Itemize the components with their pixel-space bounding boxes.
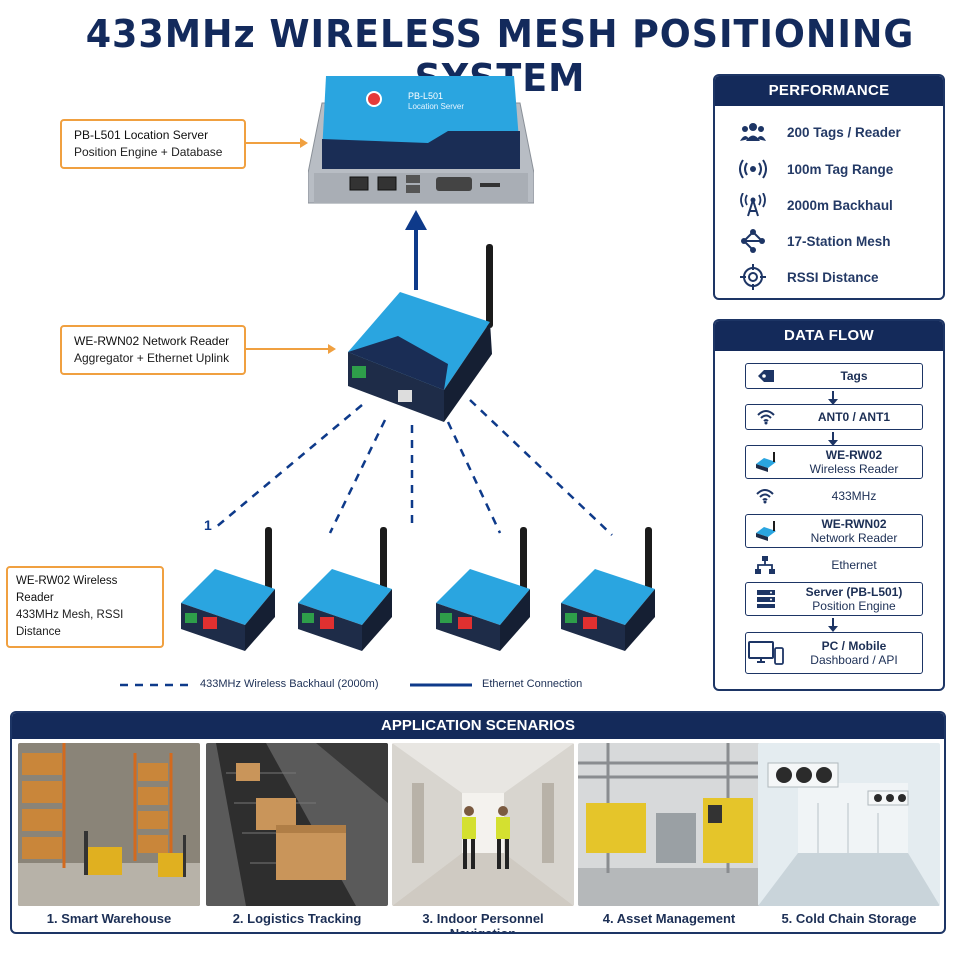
flow-step-label: Tags xyxy=(840,369,868,383)
performance-item: 2000m Backhaul xyxy=(737,191,893,219)
network-reader-callout-arrowhead xyxy=(328,344,336,354)
warehouse-photo xyxy=(18,743,200,906)
server-callout-arrowhead xyxy=(300,138,308,148)
users-icon xyxy=(737,118,769,146)
scenario-card-cold-chain: 5. Cold Chain Storage xyxy=(758,743,940,932)
scenario-caption: 2. Logistics Tracking xyxy=(232,911,362,926)
stray-mark: 1 xyxy=(204,517,212,533)
server-callout: PB-L501 Location Server Position Engine … xyxy=(60,119,246,169)
antenna-tower-icon xyxy=(737,191,769,219)
legend-wireless-label: 433MHz Wireless Backhaul (2000m) xyxy=(200,678,379,690)
scenario-card-logistics-tracking: 2. Logistics Tracking xyxy=(206,743,388,932)
flow-step-server: Server (PB-L501)Position Engine xyxy=(745,582,923,616)
wireless-reader-device-2 xyxy=(298,527,392,651)
performance-item: 200 Tags / Reader xyxy=(737,118,901,146)
performance-heading: PERFORMANCE xyxy=(715,76,943,106)
flow-step-433mhz: 433MHz xyxy=(745,485,923,507)
scenario-card-asset-management: 4. Asset Management xyxy=(578,743,760,932)
flow-step-label: Server (PB-L501) xyxy=(805,585,903,599)
performance-item: 100m Tag Range xyxy=(737,155,893,183)
flow-step-sublabel: Dashboard / API xyxy=(810,653,898,667)
flow-step-sublabel: Wireless Reader xyxy=(809,462,899,476)
flow-step-sublabel: Network Reader xyxy=(810,531,898,545)
scenario-card-indoor-navigation: 3. Indoor Personnel Navigation xyxy=(392,743,574,934)
factory-photo xyxy=(578,743,760,906)
scenario-caption: 1. Smart Warehouse xyxy=(46,911,172,926)
server-device-model: PB-L501 xyxy=(408,91,444,101)
corridor-photo xyxy=(392,743,574,906)
server-device-caption: Location Server xyxy=(408,102,465,111)
pc-mobile-icon xyxy=(746,640,786,666)
wireless-link-4 xyxy=(446,421,502,534)
flow-arrow xyxy=(828,391,838,405)
wireless-link-2 xyxy=(328,419,387,534)
flow-arrow xyxy=(828,618,838,632)
application-scenarios-heading: APPLICATION SCENARIOS xyxy=(12,713,944,739)
connection-lines xyxy=(71,138,613,687)
performance-item: 17-Station Mesh xyxy=(737,227,891,255)
network-reader-callout: WE-RWN02 Network Reader Aggregator + Eth… xyxy=(60,325,246,375)
flow-step-label: ANT0 / ANT1 xyxy=(817,410,891,424)
legend-ethernet-label: Ethernet Connection xyxy=(482,678,583,690)
scenario-caption: 4. Asset Management xyxy=(602,911,736,926)
flow-step-label: PC / Mobile xyxy=(821,639,887,653)
application-scenarios-panel: APPLICATION SCENARIOS 1. Smart Warehouse xyxy=(10,711,946,934)
cold-storage-photo xyxy=(758,743,940,906)
scenario-caption: 5. Cold Chain Storage xyxy=(781,911,917,926)
flow-step-tags: Tags xyxy=(745,363,923,389)
performance-item: RSSI Distance xyxy=(737,263,879,291)
flow-step-label: WE-RWN02 xyxy=(821,517,887,531)
location-server-device: PB-L501 Location Server xyxy=(307,73,535,207)
flow-arrow xyxy=(828,432,838,446)
flow-step-label: Ethernet xyxy=(831,558,877,572)
logistics-photo xyxy=(206,743,388,906)
network-reader-callout-subtitle: Aggregator + Ethernet Uplink xyxy=(74,351,230,365)
flow-step-sublabel: Position Engine xyxy=(812,599,896,613)
wifi-icon xyxy=(746,409,786,425)
wireless-reader-callout: WE-RW02 Wireless Reader 433MHz Mesh, RSS… xyxy=(6,566,164,648)
performance-item-label: 200 Tags / Reader xyxy=(787,124,901,140)
wireless-reader-device-3 xyxy=(436,527,530,651)
location-server-illustration xyxy=(307,76,535,204)
network-reader-device xyxy=(348,244,493,422)
performance-item-label: 100m Tag Range xyxy=(787,161,894,177)
server-icon xyxy=(746,589,786,609)
server-callout-title: PB-L501 Location Server xyxy=(74,128,209,142)
performance-item-label: 17-Station Mesh xyxy=(787,233,891,249)
reader-device-icon xyxy=(746,452,786,472)
wireless-reader-device-4 xyxy=(561,527,655,651)
wireless-reader-callout-title: WE-RW02 Wireless Reader xyxy=(16,575,118,604)
network-reader-icon xyxy=(746,521,786,541)
network-reader-callout-title: WE-RWN02 Network Reader xyxy=(74,334,230,348)
performance-item-label: RSSI Distance xyxy=(787,269,879,285)
wireless-link-1 xyxy=(214,404,363,529)
wifi-icon xyxy=(745,488,785,504)
scenario-caption: 3. Indoor Personnel Navigation xyxy=(422,911,544,934)
flow-step-antennas: ANT0 / ANT1 xyxy=(745,404,923,430)
network-icon xyxy=(745,556,785,574)
flow-step-label: 433MHz xyxy=(831,489,877,503)
performance-item-label: 2000m Backhaul xyxy=(787,197,893,213)
signal-waves-icon xyxy=(737,155,769,183)
wireless-link-5 xyxy=(469,399,613,536)
performance-panel: PERFORMANCE 200 Tags / Reader 100m Tag R… xyxy=(713,74,945,300)
wireless-reader-device-1 xyxy=(181,527,275,651)
tag-icon xyxy=(746,369,786,383)
flow-step-label: WE-RW02 xyxy=(825,448,883,462)
scenario-card-smart-warehouse: 1. Smart Warehouse xyxy=(18,743,200,932)
mesh-nodes-icon xyxy=(737,227,769,255)
flow-step-ethernet: Ethernet xyxy=(745,554,923,576)
ethernet-uplink-arrowhead xyxy=(405,210,427,230)
wireless-reader-callout-subtitle: 433MHz Mesh, RSSI Distance xyxy=(16,609,124,638)
server-callout-subtitle: Position Engine + Database xyxy=(74,145,223,159)
data-flow-heading: DATA FLOW xyxy=(715,321,943,351)
target-icon xyxy=(737,263,769,291)
